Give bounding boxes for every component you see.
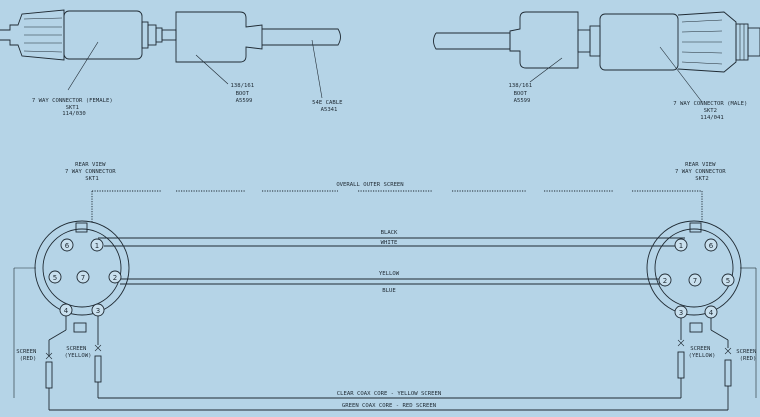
- pin-number: 2: [663, 277, 667, 285]
- label-line: (RED): [20, 356, 37, 362]
- label-line: (RED): [740, 356, 757, 362]
- label-line: A5341: [321, 107, 338, 113]
- pin: [76, 270, 90, 284]
- leader-line: [195, 54, 229, 85]
- pin-number: 5: [726, 277, 730, 285]
- outer-screen: [91, 190, 703, 222]
- right-cable-drawing: [433, 32, 511, 50]
- label-line: 7 WAY CONNECTOR (FEMALE): [32, 98, 113, 104]
- right-boot-drawing: [509, 11, 579, 69]
- cable-label: 54E CABLE A5341: [312, 100, 346, 113]
- pin-number: 4: [64, 307, 69, 315]
- label-line: 54E CABLE: [312, 100, 343, 106]
- left-screen-yellow-label: SCREEN (YELLOW): [65, 346, 92, 359]
- leader-line: [529, 57, 563, 83]
- right-screen-terminations: [677, 267, 757, 410]
- pin-number: 4: [709, 309, 714, 317]
- pin-number: 2: [113, 274, 117, 282]
- label-line: (YELLOW): [689, 353, 716, 359]
- leader-line: [67, 41, 99, 91]
- left-boot-drawing: [175, 11, 263, 63]
- label-line: SKT2: [695, 176, 708, 182]
- leader-line: [659, 46, 703, 103]
- right-pins: 1 6 2 7 5 3 4: [658, 238, 735, 319]
- label-line: SKT2: [704, 108, 717, 114]
- label-line: SKT1: [66, 105, 79, 111]
- pin-number: 3: [96, 307, 100, 315]
- coax-red-label: GREEN COAX CORE - RED SCREEN: [342, 403, 436, 409]
- pin: [688, 273, 702, 287]
- leader-line: [311, 39, 323, 99]
- pin-number: 1: [95, 242, 99, 250]
- left-cable-drawing: [262, 28, 341, 46]
- label-line: (YELLOW): [65, 353, 92, 359]
- pin: [704, 238, 718, 252]
- label-line: A5599: [236, 98, 253, 104]
- label-line: BOOT: [514, 91, 528, 97]
- label-line: 7 WAY CONNECTOR: [65, 169, 116, 175]
- left-screen-terminations: [13, 267, 102, 410]
- pin-number: 6: [709, 242, 714, 250]
- label-line: REAR VIEW: [685, 162, 716, 168]
- left-connector-label: 7 WAY CONNECTOR (FEMALE) SKT1 114/030: [32, 98, 116, 117]
- left-screen-red-label: SCREEN (RED): [16, 349, 40, 362]
- pin-number: 7: [693, 277, 697, 285]
- outer-screen-label: OVERALL OUTER SCREEN: [336, 182, 403, 188]
- label-line: REAR VIEW: [75, 162, 106, 168]
- label-line: 7 WAY CONNECTOR: [675, 169, 726, 175]
- pin: [60, 238, 74, 252]
- label-line: SKT1: [85, 176, 98, 182]
- coax-yellow-label: CLEAR COAX CORE - YELLOW SCREEN: [337, 391, 441, 397]
- wiring-section: REAR VIEW 7 WAY CONNECTOR SKT1 REAR VIEW…: [13, 162, 760, 411]
- right-connector-drawing: [577, 11, 760, 73]
- pin: [658, 273, 672, 287]
- right-screen-red-label: SCREEN (RED): [736, 349, 760, 362]
- label-line: 114/041: [700, 115, 724, 121]
- pin-number: 6: [65, 242, 70, 250]
- right-boot-label: 138/161 BOOT A5599: [509, 83, 536, 104]
- pin: [674, 238, 688, 252]
- wire-black-label: BLACK: [381, 230, 398, 236]
- label-line: SCREEN: [16, 349, 36, 355]
- left-connector-header: REAR VIEW 7 WAY CONNECTOR SKT1: [65, 162, 119, 182]
- pin: [721, 273, 735, 287]
- wire-blue-label: BLUE: [382, 288, 396, 294]
- pin-number: 1: [679, 242, 683, 250]
- top-assembly: 7 WAY CONNECTOR (FEMALE) SKT1 114/030 13…: [0, 9, 760, 121]
- pin: [108, 270, 122, 284]
- left-connector-drawing: [0, 9, 177, 61]
- pin-number: 3: [679, 309, 683, 317]
- right-screen-yellow-label: SCREEN (YELLOW): [689, 346, 716, 359]
- right-connector-label: 7 WAY CONNECTOR (MALE) SKT2 114/041: [673, 101, 750, 121]
- pin-number: 7: [81, 274, 85, 282]
- label-line: SCREEN: [690, 346, 710, 352]
- label-line: 7 WAY CONNECTOR (MALE): [673, 101, 747, 107]
- label-line: 138/161: [509, 83, 533, 89]
- wire-white-label: WHITE: [381, 240, 398, 246]
- pin-number: 5: [53, 274, 57, 282]
- pin: [90, 238, 104, 252]
- wire-yellow-label: YELLOW: [379, 271, 400, 277]
- right-connector-header: REAR VIEW 7 WAY CONNECTOR SKT2: [675, 162, 729, 182]
- label-line: A5599: [514, 98, 531, 104]
- left-pins: 6 1 5 7 2 4 3: [48, 238, 122, 317]
- label-line: BOOT: [236, 91, 250, 97]
- label-line: 138/161: [231, 83, 255, 89]
- left-boot-label: 138/161 BOOT A5599: [231, 83, 258, 104]
- label-line: 114/030: [62, 111, 86, 117]
- label-line: SCREEN: [66, 346, 86, 352]
- label-line: SCREEN: [736, 349, 756, 355]
- pin: [48, 270, 62, 284]
